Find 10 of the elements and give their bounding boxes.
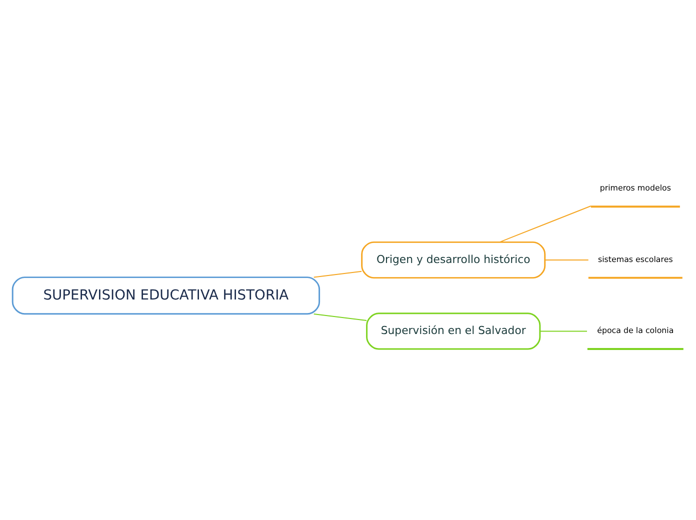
node-box: Supervisión en el Salvador bbox=[366, 312, 541, 350]
connector bbox=[313, 313, 367, 322]
node-box: Origen y desarrollo histórico bbox=[361, 241, 546, 279]
node-text: época de la colonia bbox=[597, 326, 674, 336]
node-text: primeros modelos bbox=[600, 184, 671, 193]
node-box: SUPERVISION EDUCATIVA HISTORIA bbox=[12, 276, 320, 315]
node-text: sistemas escolares bbox=[598, 254, 673, 264]
connector bbox=[540, 330, 588, 332]
connector bbox=[313, 270, 362, 278]
connector bbox=[499, 206, 592, 243]
